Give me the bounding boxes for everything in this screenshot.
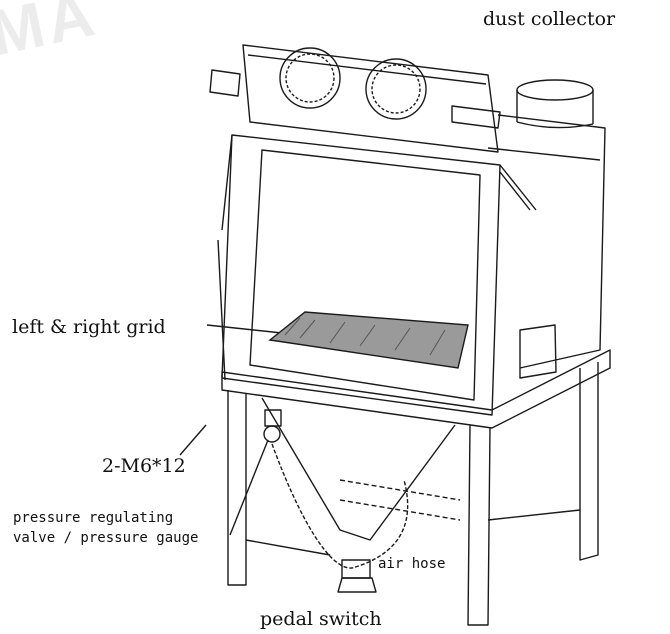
leg-back-right — [579, 362, 599, 561]
leader-bolt — [179, 424, 207, 456]
window-panel — [242, 44, 499, 153]
label-bolt: 2-M6*12 — [102, 455, 186, 477]
label-pedal-switch: pedal switch — [260, 608, 382, 630]
pedal-switch-body — [341, 559, 371, 579]
label-valve-line1: pressure regulating — [13, 510, 174, 526]
dust-collector-top — [516, 79, 594, 101]
leader-valve — [229, 439, 269, 536]
pressure-gauge — [263, 425, 281, 443]
label-valve-line2: valve / pressure gauge — [13, 530, 199, 546]
label-dust-collector: dust collector — [483, 8, 616, 30]
label-grid: left & right grid — [12, 316, 166, 338]
grid-tray — [268, 311, 469, 369]
hopper — [261, 397, 456, 541]
leg-front-left — [227, 390, 247, 586]
cabinet-side — [497, 114, 606, 369]
base-table — [221, 349, 611, 429]
glove-port-left — [279, 47, 341, 109]
leader-grid — [206, 324, 283, 334]
cabinet-front-frame — [221, 134, 501, 416]
label-air-hose: air hose — [378, 556, 446, 572]
air-hose — [271, 443, 409, 569]
leg-front-right — [467, 424, 491, 626]
glove-port-right — [365, 58, 427, 120]
